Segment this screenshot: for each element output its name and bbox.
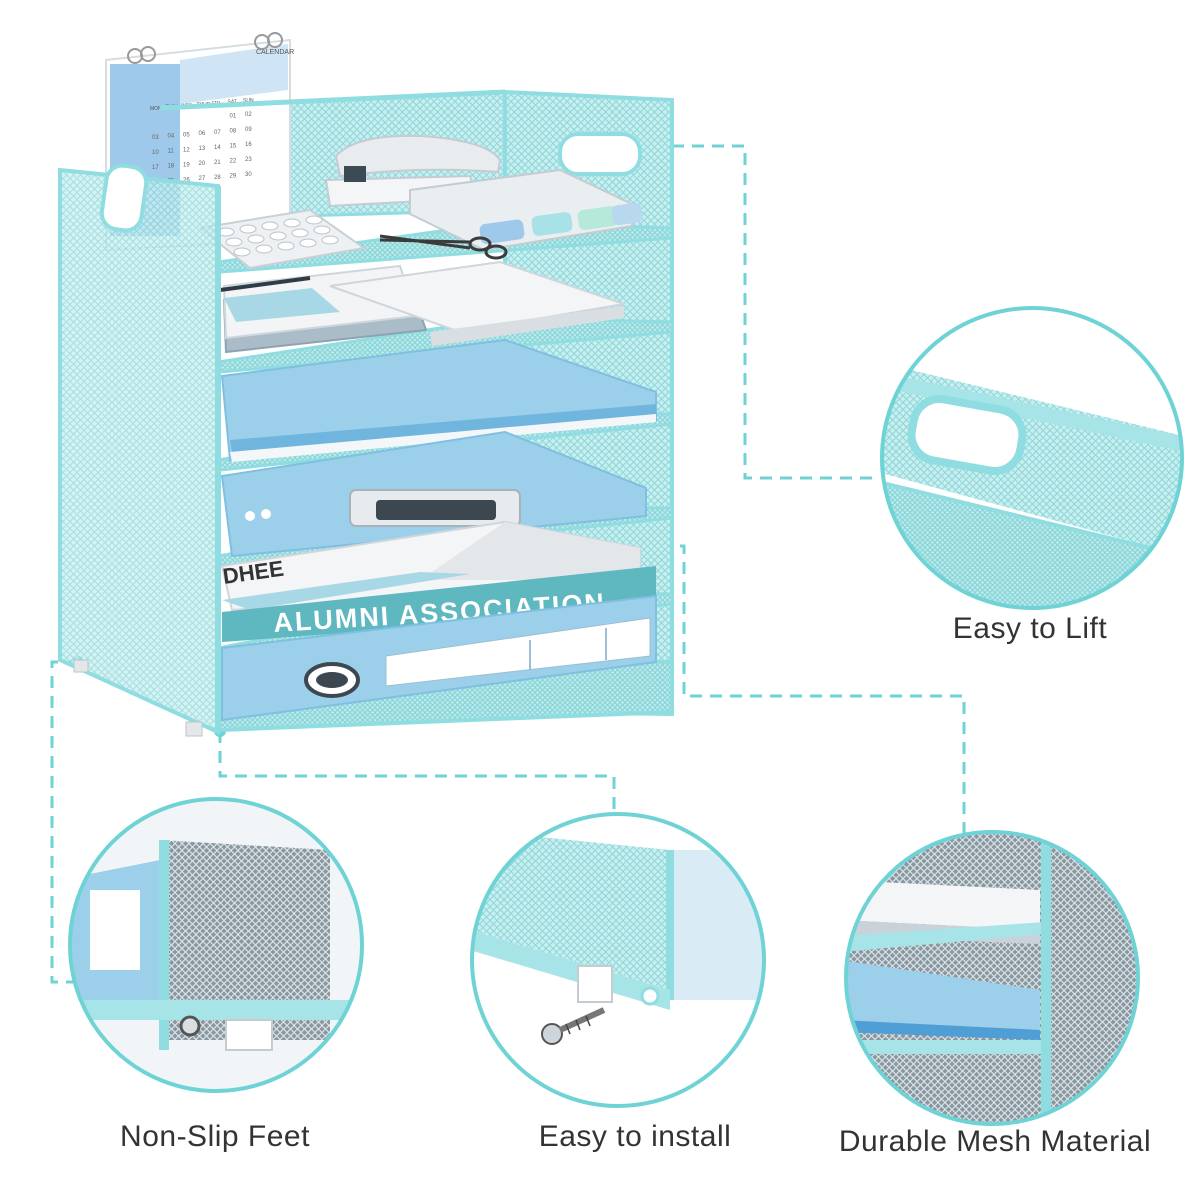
left-handle-icon [99, 163, 149, 233]
foot-front [185, 721, 203, 737]
calendar-date: 28 [214, 175, 221, 181]
calendar-date: 23 [245, 157, 252, 163]
calendar-date: 13 [199, 146, 206, 152]
calendar-date: 05 [183, 132, 190, 138]
calculator-key [255, 244, 273, 254]
left-side-panel [58, 167, 220, 736]
highlighters [409, 168, 643, 252]
clipboard-folder [220, 430, 647, 558]
calculator-key [305, 215, 323, 225]
calculator-key [261, 221, 279, 231]
screw-icon [541, 1007, 606, 1045]
blue-folders-shelf3 [220, 338, 657, 462]
calendar-date: 06 [199, 131, 206, 137]
calendar-date: 22 [230, 159, 237, 165]
calendar-date: 08 [230, 129, 237, 135]
calendar-weekday: MON [150, 106, 162, 112]
scissors [379, 234, 508, 260]
calendar-date: 10 [152, 150, 159, 156]
calendar-date: 12 [183, 147, 190, 153]
calendar-date: 21 [214, 160, 221, 166]
detail-easy-to-install [470, 812, 766, 1108]
calculator-key [269, 231, 287, 241]
detail-easy-to-lift [880, 306, 1184, 610]
connector-install [218, 731, 616, 838]
connector-feet [50, 660, 80, 984]
calendar-date: 09 [245, 127, 252, 133]
feature-caption-lift: Easy to Lift [952, 612, 1108, 645]
calendar-date: 16 [245, 142, 252, 148]
calendar-date: 03 [152, 135, 159, 141]
calculator-key [313, 225, 331, 235]
calculator-key [277, 241, 295, 251]
calculator-key [291, 228, 309, 238]
calendar-date: 20 [199, 161, 206, 167]
calendar-date: 11 [168, 149, 175, 155]
calendar-date: 18 [168, 164, 175, 170]
calendar-date: 26 [183, 177, 190, 183]
calendar-date: 17 [152, 165, 159, 171]
calculator-key [233, 247, 251, 257]
detail-non-slip-feet [68, 797, 364, 1093]
right-handle-icon [558, 132, 642, 176]
calculator-key [321, 235, 339, 245]
calculator-key [239, 224, 257, 234]
calendar-date: 29 [230, 174, 237, 180]
calendar-date: 14 [214, 145, 221, 151]
calculator-key [283, 218, 301, 228]
calendar-date: 07 [214, 130, 221, 136]
detail-durable-mesh [844, 830, 1140, 1126]
calendar-date: 04 [168, 134, 175, 140]
calendar-brand: CALENDAR [256, 49, 294, 56]
calculator-key [247, 234, 265, 244]
calculator-key [299, 238, 317, 248]
feature-caption-feet: Non-Slip Feet [120, 1120, 310, 1153]
calendar-date: 15 [230, 144, 237, 150]
notebooks [219, 260, 625, 354]
calendar-date: 30 [245, 172, 252, 178]
calendar-date: 02 [245, 112, 252, 118]
foot-left [73, 659, 89, 673]
connector-lines [50, 144, 966, 984]
calendar-date: 19 [183, 162, 190, 168]
feature-caption-mesh: Durable Mesh Material [838, 1125, 1152, 1158]
binder [221, 594, 657, 722]
calendar-date: 01 [230, 114, 237, 120]
file-organizer: CALENDAR MONTUESWEDTHURFRISATSUN 0102030… [58, 32, 674, 737]
feature-caption-install: Easy to install [538, 1120, 732, 1153]
calendar-weekday: SUN [243, 98, 254, 104]
connector-mesh [680, 544, 966, 840]
calculator-key [225, 237, 243, 247]
calendar-date: 27 [199, 176, 206, 182]
